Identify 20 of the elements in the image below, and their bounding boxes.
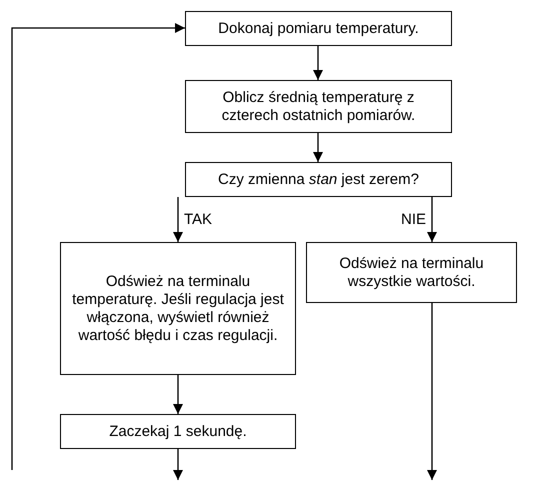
process-box xyxy=(185,11,452,46)
box-text: Dokonaj pomiaru temperatury. xyxy=(218,20,419,38)
process-box xyxy=(60,242,296,375)
process-box xyxy=(185,162,452,197)
box-text: Oblicz średnią temperaturę z czterech ostatnich pomiarów. xyxy=(220,88,416,124)
box-text: Czy zmienna stan jest zerem? xyxy=(218,170,419,188)
process-box xyxy=(306,242,517,303)
arrow xyxy=(313,46,323,80)
process-box xyxy=(185,80,452,133)
box-text: Odśwież na terminalu temperaturę. Jeśli regulacja jest włączona, wyświetl również wartość błędu i czas regulacji. xyxy=(71,272,285,344)
arrow xyxy=(173,449,183,480)
box-text: Odśwież na terminalu wszystkie wartości. xyxy=(338,254,485,290)
arrow xyxy=(313,133,323,162)
process-box xyxy=(60,414,296,449)
arrow xyxy=(427,197,437,242)
arrow xyxy=(173,197,183,242)
arrow xyxy=(11,23,185,470)
arrow xyxy=(427,303,437,480)
arrow xyxy=(173,375,183,414)
box-text: Zaczekaj 1 sekundę. xyxy=(109,422,247,440)
